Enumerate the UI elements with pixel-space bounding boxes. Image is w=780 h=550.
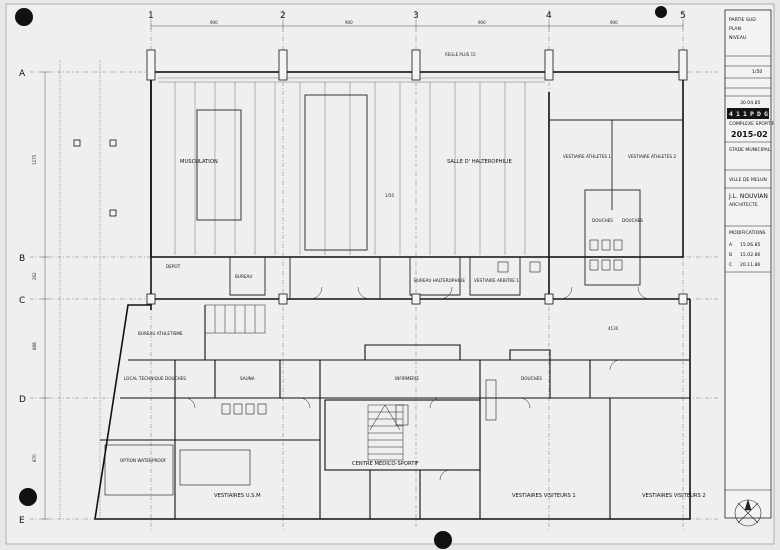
dimension-label: 262 xyxy=(32,272,37,280)
room-label: VESTIAIRE ATHLETES 1 xyxy=(563,154,611,159)
grid-column-labels: 1 2 3 4 5 xyxy=(148,11,686,21)
dimension-label: 900 xyxy=(210,20,218,25)
pin-hole xyxy=(655,6,667,18)
room-label: DOUCHES xyxy=(592,218,613,223)
roof-beams xyxy=(158,77,545,255)
room-label: VESTIAIRE ATHLETES 2 xyxy=(628,154,676,159)
grid-col-label: 4 xyxy=(546,11,552,21)
room-label: BUREAU ATHLETISME xyxy=(138,331,183,336)
room-label: VESTIAIRES VISITEURS 2 xyxy=(642,493,706,499)
title-code: G xyxy=(764,110,768,118)
title-code: 4 xyxy=(729,110,733,118)
pin-hole xyxy=(434,531,452,549)
title-code: P xyxy=(750,110,754,118)
lower-partitions xyxy=(100,305,690,519)
room-label: OPTION WATERPROOF xyxy=(120,458,167,463)
room-label: SAUNA xyxy=(240,376,255,381)
room-label: CENTRE MEDICO-SPORTIF xyxy=(352,461,419,467)
grid-row-label: E xyxy=(19,516,25,526)
structural-posts xyxy=(73,49,688,305)
room-label: DOUCHES xyxy=(521,376,542,381)
grid-row-labels: A B C D E xyxy=(19,69,26,526)
revision-letter: A xyxy=(729,242,733,248)
room-label: INFIRMERIE xyxy=(395,376,419,381)
grid-col-label: 5 xyxy=(680,11,686,21)
side-stair xyxy=(204,304,266,334)
dimension-label: 888 xyxy=(32,342,37,350)
title-code: 1 xyxy=(743,110,747,118)
room-label: VESTIAIRE ARBITRE 1 xyxy=(474,278,519,283)
revision-letter: C xyxy=(729,262,732,268)
title-niveau: NIVEAU xyxy=(729,35,746,41)
revision-date: 15.02.86 xyxy=(740,252,761,258)
room-label: DOUCHES xyxy=(622,218,643,223)
title-plan: PLAN xyxy=(729,26,741,32)
room-label: DEPOT xyxy=(166,264,181,269)
title-project: STADE MUNICIPAL xyxy=(729,147,771,153)
dimension-label: 1/50 xyxy=(385,193,394,198)
dimension-note: REGLE PLUS 15 xyxy=(445,52,476,57)
title-job-number: 2015-02 xyxy=(731,130,768,139)
grid-row-label: A xyxy=(19,69,26,79)
room-labels: MUSCULATION SALLE D' HALTEROPHILIE VESTI… xyxy=(120,154,706,499)
title-code: 1 xyxy=(736,110,740,118)
title-architect-sub: ARCHITECTE xyxy=(729,202,758,208)
central-stair xyxy=(367,404,404,461)
title-part: PARTIE SUD xyxy=(729,17,756,23)
sanitary-fixtures xyxy=(221,239,623,426)
north-arrow-icon xyxy=(734,498,762,527)
dimension-label: 4130 xyxy=(608,326,619,331)
room-label: VESTIAIRES VISITEURS 1 xyxy=(512,493,576,499)
title-block: PARTIE SUD PLAN NIVEAU 1/50 30.04.85 4 1… xyxy=(724,9,775,527)
title-complex: COMPLEXE SPORTIF xyxy=(729,121,775,127)
grid-col-label: 1 xyxy=(148,11,154,21)
room-label: VESTIAIRES U.S.M xyxy=(214,493,261,499)
dimension-label: 870 xyxy=(32,454,37,462)
door-swings xyxy=(184,286,651,481)
title-client: VILLE DE MELUN xyxy=(729,177,767,183)
title-date: 30.04.85 xyxy=(740,100,761,106)
room-label: DOUCHES xyxy=(165,376,186,381)
title-modifications: MODIFICATIONS xyxy=(729,230,766,236)
grid-col-label: 2 xyxy=(280,11,286,21)
room-label: LOCAL TECHNIQUE xyxy=(124,376,164,381)
grid-row-label: C xyxy=(19,296,25,306)
title-code: D xyxy=(757,110,761,118)
room-label: SALLE D' HALTEROPHILIE xyxy=(447,159,512,165)
dimension-lines xyxy=(42,23,684,520)
dimension-label: 900 xyxy=(610,20,618,25)
pin-hole xyxy=(19,488,37,506)
grid-col-label: 3 xyxy=(413,11,419,21)
grid-row-label: D xyxy=(19,395,26,405)
title-scale: 1/50 xyxy=(752,69,762,75)
upper-partitions xyxy=(151,94,683,299)
room-label: MUSCULATION xyxy=(180,159,218,165)
revision-date: 20.11.86 xyxy=(740,262,761,268)
revision-date: 15.06.85 xyxy=(740,242,761,248)
dimension-label: 1275 xyxy=(32,154,37,165)
room-label: BUREAU xyxy=(235,274,252,279)
pin-hole xyxy=(15,8,33,26)
revision-letter: B xyxy=(729,252,732,258)
room-label: BUREAU HALTEROPHILIE xyxy=(414,278,465,283)
dimension-label: 900 xyxy=(345,20,353,25)
title-architect: J.L. NOUVIAN xyxy=(728,193,768,200)
grid-row-label: B xyxy=(19,254,25,264)
dimension-label: 900 xyxy=(478,20,486,25)
